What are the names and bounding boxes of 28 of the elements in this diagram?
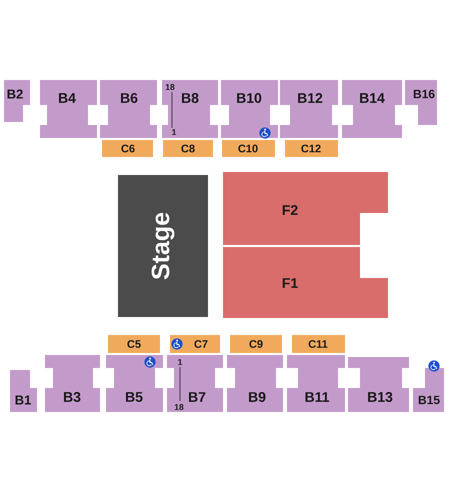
seating-section: C6 [102, 140, 153, 157]
seating-section: B11 [287, 355, 345, 412]
seating-section: B6 [100, 80, 157, 138]
floor-section: F2 [223, 172, 388, 245]
seating-section: C11 [292, 335, 345, 353]
row-number: 18 [174, 404, 184, 410]
seating-section: B15 [413, 368, 444, 412]
row-number: 1 [178, 359, 182, 365]
seating-section: B13 [348, 357, 409, 412]
seating-section: B5 [106, 355, 163, 412]
seating-section: B10 [221, 80, 278, 138]
seating-section: C12 [285, 140, 338, 157]
seating-section: B14 [342, 80, 402, 138]
stage-block: Stage [118, 175, 208, 317]
seating-section: B9 [227, 355, 283, 412]
seating-section: C9 [230, 335, 282, 353]
seating-section: B1 [10, 370, 37, 412]
seating-section: B3 [45, 355, 100, 412]
seating-section: C10 [222, 140, 275, 157]
seating-section: B2 [4, 80, 30, 122]
seating-section: B16 [405, 80, 437, 125]
row-number: 1 [172, 129, 176, 135]
seating-section: B12 [280, 80, 338, 138]
seating-section: C8 [163, 140, 213, 157]
row-number: 18 [166, 84, 174, 90]
seating-section: B4 [40, 80, 97, 138]
seating-section: C5 [108, 335, 160, 353]
floor-section: F1 [223, 247, 388, 318]
